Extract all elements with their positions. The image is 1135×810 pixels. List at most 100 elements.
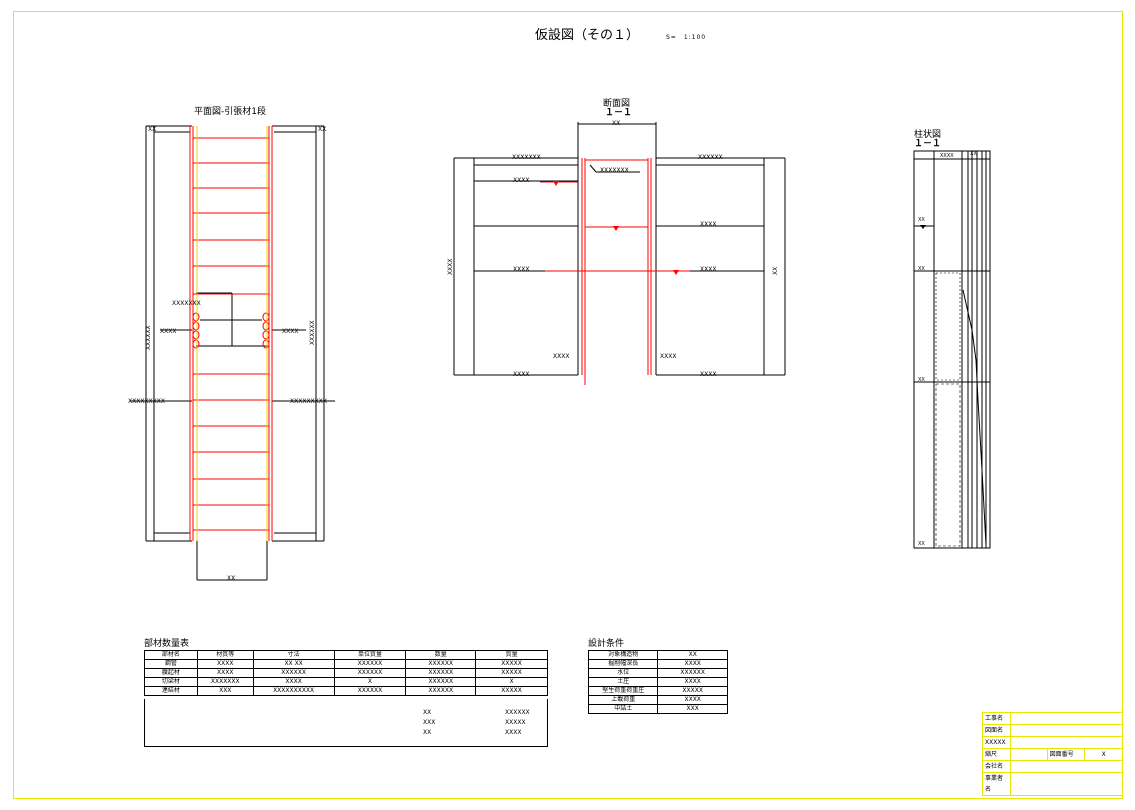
- plan-dim-top-left: XX: [148, 126, 156, 133]
- plan-dim-top-right: XX: [318, 126, 326, 133]
- column-view: XX XX XX XX XXXX XX: [913, 150, 991, 549]
- title-block-row: 工事名: [982, 712, 1124, 725]
- quantity-cell: 連結材: [144, 686, 198, 696]
- section-dim-bottom-right: XXXX: [700, 371, 716, 378]
- column-dim-1: XX: [918, 217, 925, 223]
- title-block-value: [1009, 760, 1124, 773]
- quantity-header-cell: 質量: [475, 650, 548, 660]
- title-block-label: 会社名: [982, 760, 1011, 773]
- quantity-header-cell: 部材名: [144, 650, 198, 660]
- quantity-cell: XXXX: [196, 668, 254, 678]
- column-dim-2: XX: [918, 266, 925, 272]
- quantity-cell: XXXXXX: [405, 668, 477, 678]
- title-block-value: [1009, 736, 1124, 749]
- quantity-total-value: XXXX: [505, 729, 522, 736]
- quantity-total-label: XXX: [423, 719, 436, 726]
- quantity-cell: XXXXXX: [405, 659, 477, 669]
- title-block-value: [1009, 748, 1048, 761]
- section-view-id: １－１: [605, 108, 633, 118]
- title-block-value: [1009, 772, 1124, 796]
- plan-view: XX XXXXXXXXX XXXXXXXXX XXXXXXX XXXX XXXX…: [128, 125, 335, 582]
- title-block-row: 図面名: [982, 724, 1124, 737]
- drawing-title: 仮設図（その１）: [535, 28, 640, 43]
- section-dim-vert-right: XX: [772, 267, 779, 275]
- quantity-header-cell: 材質等: [196, 650, 254, 660]
- quantity-header-row: 部材名材質等寸法単位質量数量質量: [144, 650, 548, 660]
- column-view-id: １－１: [914, 139, 942, 149]
- section-dim-right-4: XXXX: [700, 266, 716, 273]
- section-dim-inner-right: XXXX: [660, 353, 676, 360]
- column-header-soil: XXXX: [940, 153, 954, 159]
- title-block-row: 会社名: [982, 760, 1124, 773]
- quantity-cell: XXXXX: [475, 686, 548, 696]
- plan-dim-right-long: XXXXXXXXX: [290, 398, 327, 405]
- quantity-cell: X: [475, 677, 548, 687]
- section-dim-bottom-left: XXXX: [513, 371, 529, 378]
- section-view-label: 断面図: [603, 99, 631, 109]
- title-block-label: XXXXX: [982, 736, 1011, 749]
- design-condition-label: 堅生荷重荷重圧: [587, 686, 659, 696]
- quantity-header-cell: 寸法: [252, 650, 335, 660]
- design-condition-value: XXXX: [657, 677, 728, 687]
- section-view: XX XXXXXXX XXXXXX XXXX XXXXXXX XXXX XXXX…: [447, 120, 786, 385]
- quantity-cell: 切梁材: [144, 677, 198, 687]
- title-block-sheet-label: 図面番号: [1046, 748, 1086, 761]
- title-block-value: [1009, 712, 1124, 725]
- quantity-total-label: XX: [423, 709, 432, 716]
- title-block-row: 事業者名: [982, 772, 1124, 796]
- section-dim-right-1: XXXXXX: [698, 154, 723, 161]
- quantity-cell: 腹起材: [144, 668, 198, 678]
- design-condition-value: XXX: [657, 704, 728, 714]
- quantity-cell: XXXXXX: [333, 659, 407, 669]
- title-block-sheet-value: X: [1084, 748, 1123, 761]
- quantity-header-cell: 数量: [405, 650, 477, 660]
- section-dim-center-2: XXXXXXX: [600, 167, 629, 174]
- quantity-cell: XXXXXXX: [196, 677, 254, 687]
- plan-dim-right-mid: XXXX: [282, 328, 298, 335]
- column-header-n: XX: [970, 151, 977, 157]
- design-condition-value: XXXXXX: [657, 668, 728, 678]
- design-condition-label: 水位: [587, 668, 659, 678]
- title-block-label: 図面名: [982, 724, 1011, 737]
- design-condition-label: 上載荷重: [587, 695, 659, 705]
- quantity-cell: XXXXX: [475, 668, 548, 678]
- plan-dim-bottom: XX: [227, 575, 235, 582]
- section-dim-top: XX: [612, 120, 620, 127]
- title-block-label: 縮尺: [982, 748, 1011, 761]
- design-condition-label: 掘削幅深長: [587, 659, 659, 669]
- design-condition-value: XXXX: [657, 659, 728, 669]
- quantity-header-cell: 単位質量: [333, 650, 407, 660]
- quantity-cell: XXXXXX: [405, 686, 477, 696]
- quantity-total-value: XXXXXX: [505, 709, 530, 716]
- quantity-cell: XXXXXXXXXX: [252, 686, 335, 696]
- design-condition-value: XXXXX: [657, 686, 728, 696]
- column-dim-4: XX: [918, 541, 925, 547]
- drawing-frame: [13, 11, 1123, 799]
- title-block-value: [1009, 724, 1124, 737]
- quantity-cell: XXXXXX: [252, 668, 335, 678]
- design-condition-label: 中詰土: [587, 704, 659, 714]
- column-view-label: 柱状図: [914, 130, 942, 140]
- quantity-cell: XXXXXX: [333, 668, 407, 678]
- drawing-scale: S= 1:100: [666, 34, 707, 41]
- plan-dim-strut: XXXXXXX: [172, 300, 201, 307]
- plan-dim-left-vert: XXXXXX: [145, 325, 152, 350]
- section-dim-left-2: XXXX: [513, 177, 529, 184]
- quantity-cell: 鋼管: [144, 659, 198, 669]
- quantity-total-label: XX: [423, 729, 432, 736]
- design-condition-label: 土圧: [587, 677, 659, 687]
- quantity-cell: XXX: [196, 686, 254, 696]
- plan-dim-right-vert: XXXXXX: [309, 320, 316, 345]
- quantity-cell: XXXXXX: [333, 686, 407, 696]
